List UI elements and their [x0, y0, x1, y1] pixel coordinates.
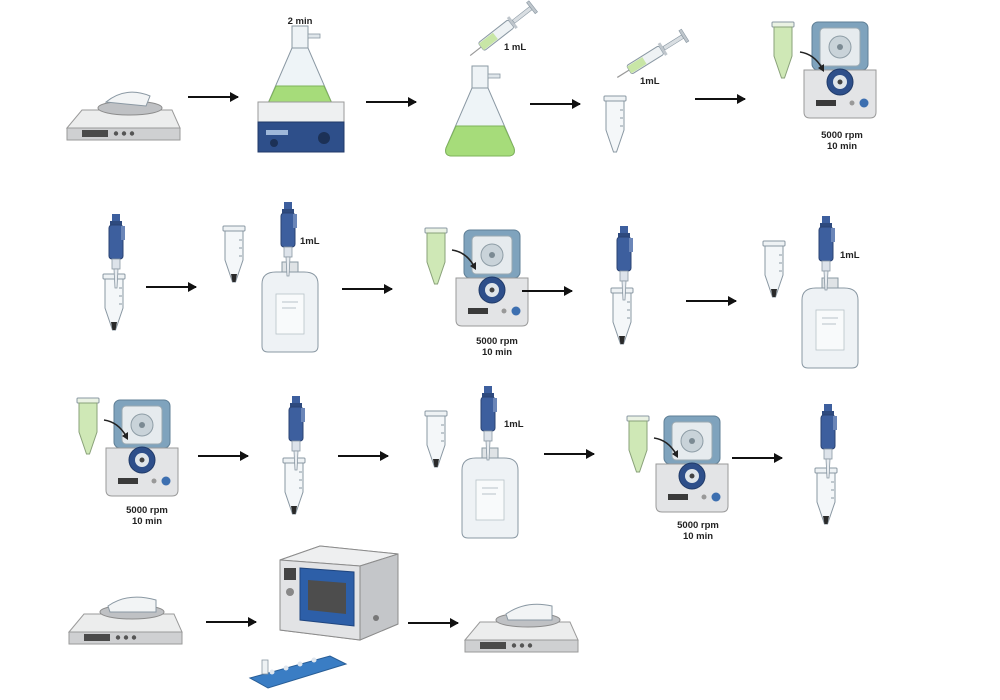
flow-arrow-11	[544, 449, 595, 459]
volume-label-1: 1 mL	[504, 42, 527, 53]
flow-arrow-7	[522, 286, 573, 296]
flow-arrow-13	[206, 617, 257, 627]
centrifugation-1	[771, 21, 877, 119]
flow-arrow-12	[732, 453, 783, 463]
flow-arrow-1	[188, 92, 239, 102]
centrifugation-4	[626, 415, 729, 513]
volume-label-5: 1mL	[504, 419, 524, 430]
flow-arrow-6	[342, 284, 393, 294]
pipette-into-tube-2	[611, 225, 634, 344]
centrifugation-3	[76, 397, 179, 497]
pipette-into-tube-4	[815, 403, 838, 524]
pipette-into-tube-3	[283, 395, 306, 514]
flow-arrow-2	[366, 97, 417, 107]
wash-bottle-1	[261, 201, 319, 353]
centrifuge-speed-label-1: 5000 rpm	[821, 130, 863, 141]
stir-time-label: 2 min	[287, 16, 313, 27]
tube-pellet-2	[763, 241, 785, 297]
centrifuge-speed-label-2: 5000 rpm	[476, 336, 518, 347]
flow-arrow-5	[146, 282, 197, 292]
volume-label-3: 1mL	[300, 236, 320, 247]
drying-oven	[279, 545, 399, 641]
wash-bottle-3	[461, 385, 519, 539]
tube-pellet-3	[425, 411, 447, 467]
syringe-into-tube	[603, 28, 690, 153]
balance-weighing-1	[66, 91, 181, 141]
tube-rack	[248, 655, 348, 689]
balance-weighing-3	[464, 603, 579, 653]
centrifuge-time-label-4: 10 min	[682, 531, 714, 542]
volume-label-4: 1mL	[840, 250, 860, 261]
flow-arrow-14	[408, 618, 459, 628]
wash-bottle-2	[801, 215, 859, 369]
flow-arrow-10	[338, 451, 389, 461]
pipette-into-tube-1	[103, 213, 126, 330]
centrifuge-time-label-3: 10 min	[131, 516, 163, 527]
flow-arrow-9	[198, 451, 249, 461]
centrifugation-2	[424, 227, 529, 327]
centrifuge-time-label-1: 10 min	[826, 141, 858, 152]
volume-label-2: 1mL	[640, 76, 660, 87]
flow-arrow-8	[686, 296, 737, 306]
centrifuge-time-label-2: 10 min	[481, 347, 513, 358]
tube-pellet-1	[223, 226, 245, 282]
flow-arrow-4	[695, 94, 746, 104]
centrifuge-speed-label-3: 5000 rpm	[126, 505, 168, 516]
hotplate-stirrer	[257, 25, 345, 153]
flow-arrow-3	[530, 99, 581, 109]
centrifuge-speed-label-4: 5000 rpm	[677, 520, 719, 531]
flask-syringe-addition	[445, 0, 539, 157]
balance-weighing-2	[68, 596, 183, 645]
